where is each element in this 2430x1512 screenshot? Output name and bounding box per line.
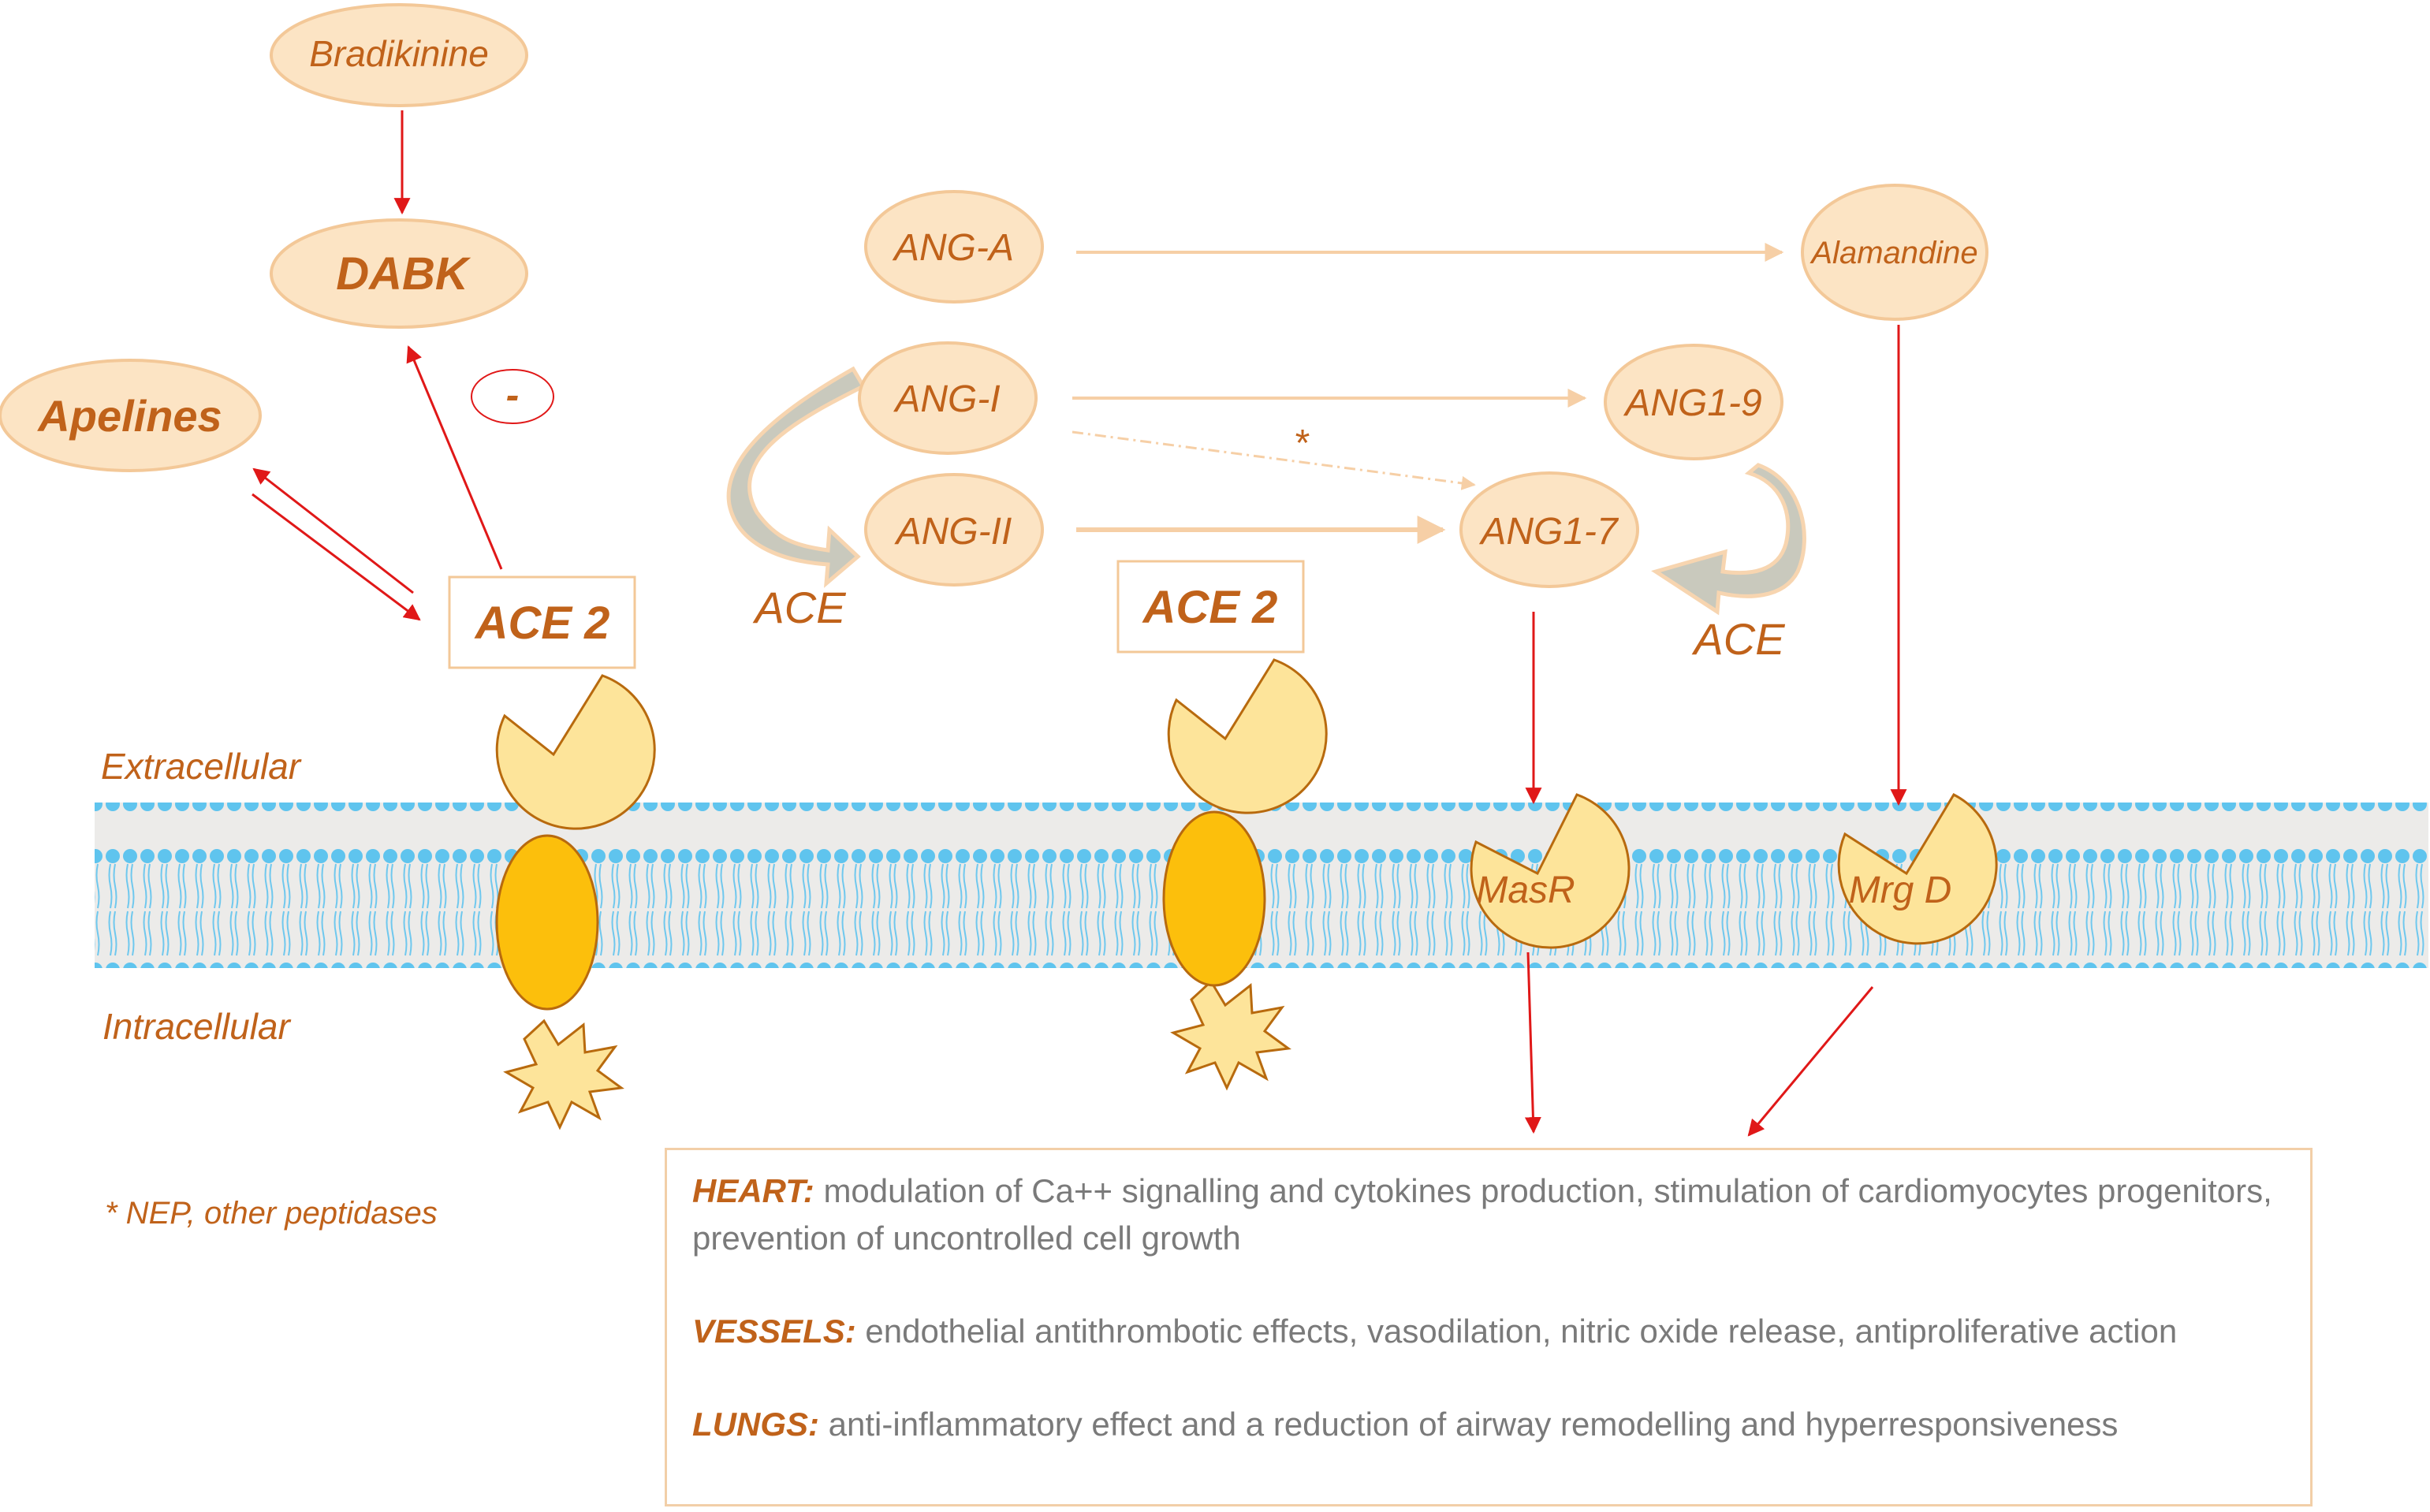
node-ang-ii: ANG-II <box>864 473 1044 587</box>
arrow-angi-ang17-dashed <box>1072 430 1476 490</box>
effect-lungs: LUNGS: anti-inflammatory effect and a re… <box>692 1401 2285 1448</box>
ace-left-label: ACE <box>752 583 846 632</box>
nep-asterisk: * <box>1294 423 1310 464</box>
node-apelines: Apelines <box>0 359 262 472</box>
mrgd-label: Mrg D <box>1849 870 1952 911</box>
arrow-mrgd-effects <box>1747 986 1874 1137</box>
footnote-peptidases: * NEP, other peptidases <box>105 1196 438 1231</box>
node-dabk-label: DABK <box>336 248 471 300</box>
intracellular-label: Intracellular <box>102 1006 291 1047</box>
node-bradikinine-label: Bradikinine <box>309 33 489 74</box>
effect-lungs-text: anti-inflammatory effect and a reduction… <box>819 1406 2119 1443</box>
node-alamandine-label: Alamandine <box>1809 236 1977 270</box>
node-ang1-7-label: ANG1-7 <box>1478 511 1619 553</box>
box-ace2-left-label: ACE 2 <box>474 598 610 649</box>
node-ang-ii-label: ANG-II <box>894 511 1012 553</box>
curved-arrow-ace-right <box>1651 463 1806 616</box>
effect-heart-text: modulation of Ca++ signalling and cytoki… <box>692 1172 2272 1257</box>
effect-vessels: VESSELS: endothelial antithrombotic effe… <box>692 1308 2285 1355</box>
curved-arrow-ace-left <box>726 366 867 588</box>
box-ace2-left: ACE 2 <box>448 575 636 669</box>
arrow-masr-effects <box>1524 952 1541 1134</box>
ace2-receptor-left <box>495 674 656 1130</box>
masr-receptor: MasR <box>1470 793 1631 949</box>
arrow-ace2-dabk <box>406 345 503 570</box>
node-ang-i: ANG-I <box>858 341 1038 455</box>
ace-right-label: ACE <box>1691 614 1785 664</box>
mrgd-receptor: Mrg D <box>1837 793 1998 945</box>
node-ang1-9-label: ANG1-9 <box>1623 382 1761 424</box>
effect-vessels-organ: VESSELS: <box>692 1313 856 1350</box>
node-dabk: DABK <box>270 218 528 329</box>
node-ang-a: ANG-A <box>864 190 1044 304</box>
ace2-receptor-right <box>1162 658 1328 1091</box>
inhibition-sign-label: - <box>506 373 520 417</box>
effect-vessels-text: endothelial antithrombotic effects, vaso… <box>855 1313 2178 1350</box>
inhibition-sign: - <box>471 369 554 424</box>
arrow-apelines-ace2 <box>252 493 421 621</box>
extracellular-label: Extracellular <box>101 746 302 787</box>
node-ang1-9: ANG1-9 <box>1604 344 1783 460</box>
box-ace2-right: ACE 2 <box>1116 560 1305 654</box>
effect-heart: HEART: modulation of Ca++ signalling and… <box>692 1168 2285 1262</box>
node-ang-a-label: ANG-A <box>892 227 1014 269</box>
effect-heart-organ: HEART: <box>692 1172 814 1209</box>
node-bradikinine: Bradikinine <box>270 3 528 107</box>
effects-box: HEART: modulation of Ca++ signalling and… <box>665 1148 2313 1506</box>
effect-lungs-organ: LUNGS: <box>692 1406 819 1443</box>
node-ang-i-label: ANG-I <box>893 378 1000 420</box>
node-ang1-7: ANG1-7 <box>1459 471 1639 588</box>
node-alamandine: Alamandine <box>1801 184 1988 321</box>
arrow-ace2-apelines <box>252 467 414 594</box>
masr-label: MasR <box>1476 870 1575 911</box>
box-ace2-right-label: ACE 2 <box>1142 582 1278 633</box>
node-apelines-label: Apelines <box>36 391 222 441</box>
